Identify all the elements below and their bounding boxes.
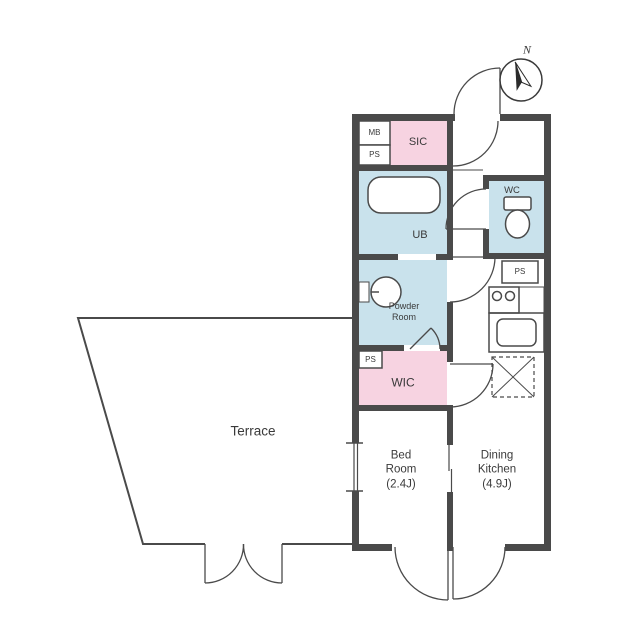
wc-door-arc — [445, 188, 487, 230]
wall-top-right — [500, 114, 551, 121]
compass-north-label: N — [522, 42, 532, 57]
compass-needle-light — [514, 61, 533, 88]
toilet-bowl — [504, 209, 531, 239]
wall-hall-a — [447, 114, 453, 257]
walls — [352, 114, 551, 551]
powder-room-label: Powder Room — [388, 300, 420, 322]
wall-bath-powder-b — [436, 254, 453, 260]
meter-box-label: MB — [368, 128, 381, 137]
entrance-door-arc — [453, 67, 501, 115]
wall-wc-left-b — [483, 229, 489, 259]
wall-right — [544, 114, 551, 551]
powder-door-arc — [449, 256, 496, 303]
doors — [204, 67, 506, 601]
terrace-outline — [76, 317, 352, 545]
refrigerator-space — [491, 356, 535, 398]
sic-fill — [390, 121, 447, 165]
compass-needle — [514, 61, 533, 91]
wall-bath-powder-a — [352, 254, 398, 260]
meter-box — [358, 120, 391, 146]
bathtub — [367, 176, 441, 214]
powder-corner-door-leaf — [409, 327, 432, 350]
stove-burner-2 — [504, 290, 516, 302]
kitchen-sink-basin — [496, 318, 537, 347]
wc-label: WC — [504, 185, 520, 197]
sic-label: SIC — [408, 136, 428, 149]
wall-hall-b — [447, 302, 453, 362]
pipe-space-mid-box — [358, 350, 383, 369]
dining-kitchen-label: Dining Kitchen (4.9J) — [477, 449, 517, 491]
stove — [488, 286, 520, 314]
bedroom-terrace-door-arc — [394, 546, 449, 601]
terrace-label: Terrace — [230, 423, 276, 439]
pipe-space-wc-box — [501, 260, 539, 284]
wall-bottom-1 — [352, 544, 392, 551]
bathroom-label: UB — [412, 229, 428, 242]
bedroom-window — [346, 442, 363, 492]
fixtures — [358, 176, 545, 353]
powder-corner-door-arc — [430, 327, 441, 350]
wall-top-left — [352, 114, 455, 121]
pipe-space-wc-label: PS — [514, 267, 526, 276]
powder-room-fill — [359, 260, 447, 345]
compass — [499, 58, 543, 102]
wic-door-arc — [449, 363, 494, 408]
wall-below-powder-a — [352, 345, 404, 351]
pipe-space-top-box — [358, 144, 391, 166]
wall-bed-dk-b — [447, 492, 453, 551]
wall-wc-top — [483, 175, 544, 181]
dk-exterior-door-arc — [452, 546, 506, 600]
wall-bottom-3 — [505, 544, 551, 551]
terrace-door-left-arc — [204, 543, 245, 584]
pipe-space-mid-label: PS — [365, 354, 376, 364]
wall-wc-bottom — [483, 253, 544, 259]
wall-bed-dk-a — [447, 405, 453, 445]
compass-needle-dark — [515, 61, 522, 91]
refrigerator-cross-2 — [491, 356, 535, 398]
wall-below-sic — [352, 165, 453, 171]
bedroom-label: Bed Room (2.4J) — [385, 449, 417, 491]
refrigerator-outline — [491, 356, 535, 398]
kitchen-counter — [518, 286, 545, 314]
utility-boxes — [358, 120, 539, 369]
wall-wc-left-a — [483, 175, 489, 189]
terrace-door-right-arc — [242, 543, 283, 584]
wall-below-powder-b — [440, 345, 453, 351]
sliding-door-bedroom — [448, 445, 453, 492]
basin-counter — [358, 281, 370, 303]
stove-burner-1 — [491, 290, 503, 302]
pipe-space-top-label: PS — [369, 150, 380, 159]
toilet-tank — [503, 196, 532, 211]
hall-door-arc — [452, 120, 499, 167]
kitchen-sink-counter — [488, 312, 545, 353]
wic-label: WIC — [391, 375, 415, 390]
wall-below-wic — [352, 405, 453, 411]
wall-left — [352, 114, 359, 551]
window-gap — [350, 443, 361, 491]
